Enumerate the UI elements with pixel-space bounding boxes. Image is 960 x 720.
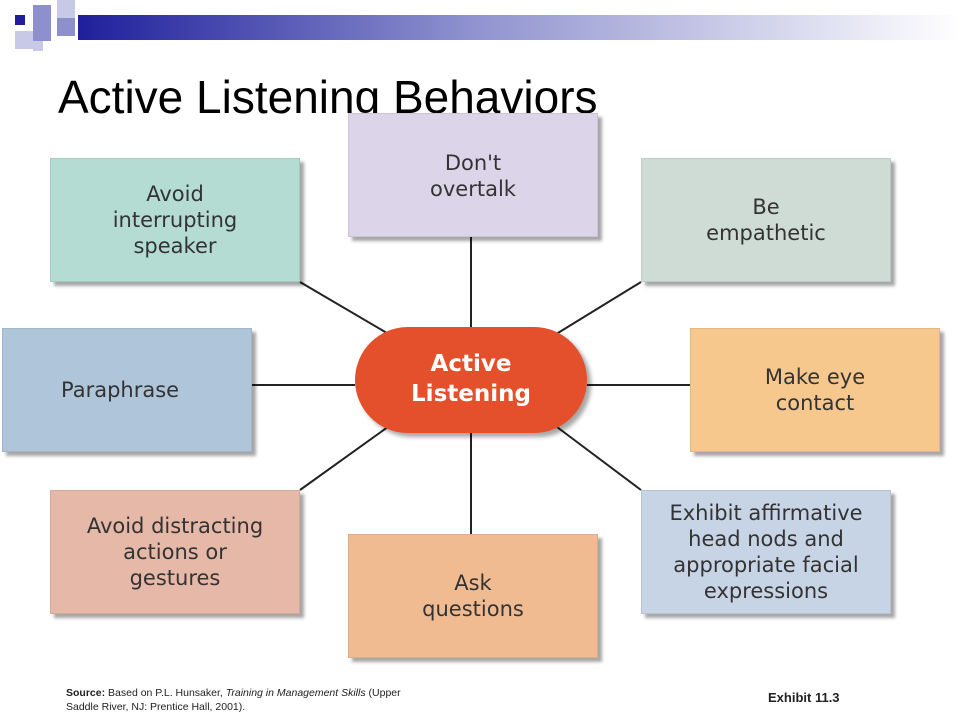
source-book-title: Training in Management Skills	[225, 687, 366, 699]
node-paraphrase: Paraphrase	[2, 328, 252, 452]
node-make-eye-contact: Make eye contact	[690, 328, 940, 452]
decor-square-light	[15, 31, 33, 49]
connector-interrupt	[299, 281, 393, 337]
node-affirmative-nods: Exhibit affirmative head nods and approp…	[641, 490, 891, 614]
node-label: Exhibit affirmative head nods and approp…	[669, 500, 863, 604]
node-label: Avoid interrupting speaker	[112, 181, 238, 259]
connector-nods	[552, 423, 642, 491]
node-ask-questions: Ask questions	[348, 534, 598, 658]
connector-distract	[299, 423, 393, 491]
node-avoid-distracting: Avoid distracting actions or gestures	[50, 490, 300, 614]
node-label: Ask questions	[422, 570, 524, 621]
node-label: Make eye contact	[764, 364, 866, 415]
node-label: Paraphrase	[61, 377, 180, 402]
source-publisher: (Upper Saddle River, NJ: Prentice Hall, …	[66, 687, 401, 714]
connector-empathetic	[552, 281, 642, 337]
center-label: Active Listening	[411, 351, 531, 407]
header-gradient-bar	[78, 15, 960, 40]
decor-square-light	[33, 41, 43, 51]
source-citation: Source: Based on P.L. Hunsaker, Training…	[66, 686, 426, 714]
node-label: Be empathetic	[706, 194, 826, 245]
node-label: Don't overtalk	[430, 151, 516, 202]
center-node-active-listening: Active Listening	[355, 327, 587, 433]
source-text: Based on P.L. Hunsaker,	[105, 687, 226, 699]
source-prefix: Source:	[66, 687, 106, 699]
node-dont-overtalk: Don't overtalk	[348, 113, 598, 237]
decor-square-dark	[15, 15, 25, 25]
exhibit-label: Exhibit 11.3	[768, 690, 840, 705]
node-be-empathetic: Be empathetic	[641, 158, 891, 282]
node-label: Avoid distracting actions or gestures	[86, 513, 264, 591]
decor-square-mid	[33, 23, 51, 41]
decor-square-mid	[57, 18, 75, 36]
decor-square-light	[57, 0, 75, 18]
decor-square-mid	[33, 5, 51, 23]
node-avoid-interrupting: Avoid interrupting speaker	[50, 158, 300, 282]
